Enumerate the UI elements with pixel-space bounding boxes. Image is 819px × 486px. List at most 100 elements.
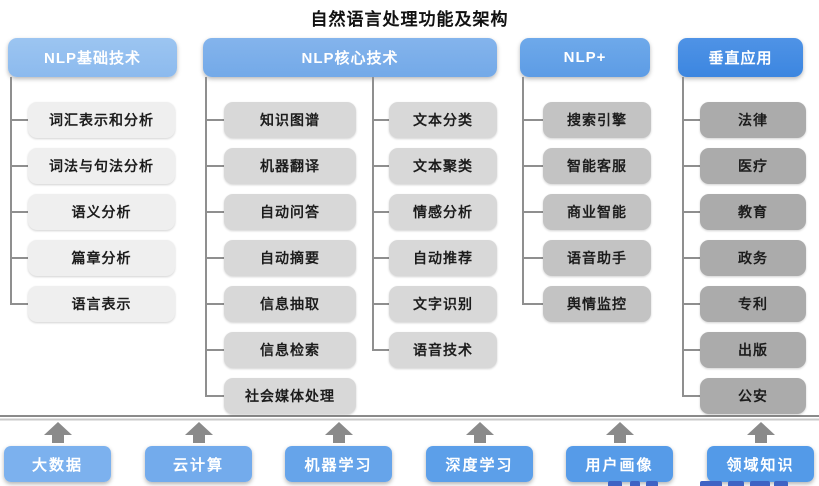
up-arrow (324, 422, 353, 443)
foundation-box: 云计算 (145, 446, 252, 482)
watermark-fragment (728, 481, 744, 486)
connector-branch (682, 257, 700, 259)
up-arrow (465, 422, 494, 443)
node-box-nlp-core: 自动摘要 (224, 240, 356, 276)
connector-branch (682, 395, 700, 397)
connector-branch (205, 349, 224, 351)
node-box-nlp-core: 知识图谱 (224, 102, 356, 138)
connector-branch (10, 257, 28, 259)
node-box-nlp-plus: 商业智能 (543, 194, 651, 230)
arrow-stem (754, 435, 767, 443)
connector-branch (682, 303, 700, 305)
node-box-nlp-basic: 语言表示 (28, 286, 175, 322)
arrow-head-icon (465, 422, 494, 435)
connector-branch (372, 349, 389, 351)
connector-branch (372, 303, 389, 305)
connector-branch (372, 211, 389, 213)
connector-branch (205, 257, 224, 259)
connector-branch (522, 119, 543, 121)
connector-branch (682, 211, 700, 213)
connector-branch (10, 303, 28, 305)
connector-branch (522, 257, 543, 259)
node-box-nlp-plus: 搜索引擎 (543, 102, 651, 138)
column-header-nlp-core: NLP核心技术 (203, 38, 497, 77)
connector-trunk (10, 77, 12, 304)
up-arrow (746, 422, 775, 443)
connector-branch (682, 119, 700, 121)
node-box-vertical-apps: 法律 (700, 102, 806, 138)
arrow-stem (192, 435, 205, 443)
watermark-fragment (774, 481, 788, 486)
connector-branch (372, 119, 389, 121)
column-header-vertical-apps: 垂直应用 (678, 38, 803, 77)
arrow-stem (473, 435, 486, 443)
watermark-fragment (750, 481, 770, 486)
arrow-stem (51, 435, 64, 443)
arrow-head-icon (43, 422, 72, 435)
node-box-nlp-core: 文本分类 (389, 102, 497, 138)
connector-branch (10, 211, 28, 213)
node-box-nlp-core: 文字识别 (389, 286, 497, 322)
node-box-nlp-basic: 语义分析 (28, 194, 175, 230)
up-arrow (184, 422, 213, 443)
arrow-stem (613, 435, 626, 443)
arrow-stem (332, 435, 345, 443)
connector-trunk (372, 77, 374, 350)
watermark-fragment (608, 481, 622, 486)
connector-trunk (205, 77, 207, 396)
connector-branch (682, 349, 700, 351)
arrow-head-icon (605, 422, 634, 435)
arrow-head-icon (324, 422, 353, 435)
connector-trunk (522, 77, 524, 304)
connector-branch (522, 303, 543, 305)
node-box-nlp-basic: 词法与句法分析 (28, 148, 175, 184)
node-box-nlp-plus: 舆情监控 (543, 286, 651, 322)
watermark-fragment (700, 481, 722, 486)
node-box-nlp-core: 语音技术 (389, 332, 497, 368)
node-box-nlp-core: 情感分析 (389, 194, 497, 230)
watermark-fragment (630, 481, 640, 486)
connector-branch (522, 165, 543, 167)
foundation-box: 深度学习 (426, 446, 533, 482)
connector-branch (205, 395, 224, 397)
connector-branch (205, 165, 224, 167)
node-box-nlp-basic: 词汇表示和分析 (28, 102, 175, 138)
node-box-vertical-apps: 医疗 (700, 148, 806, 184)
connector-branch (205, 211, 224, 213)
column-header-nlp-plus: NLP+ (520, 38, 650, 77)
connector-trunk (682, 77, 684, 396)
separator-line (0, 415, 819, 421)
node-box-nlp-core: 机器翻译 (224, 148, 356, 184)
node-box-nlp-core: 信息抽取 (224, 286, 356, 322)
connector-branch (372, 257, 389, 259)
connector-branch (10, 165, 28, 167)
connector-branch (10, 119, 28, 121)
connector-branch (372, 165, 389, 167)
arrow-head-icon (746, 422, 775, 435)
foundation-box: 用户画像 (566, 446, 673, 482)
node-box-nlp-core: 自动问答 (224, 194, 356, 230)
node-box-vertical-apps: 专利 (700, 286, 806, 322)
node-box-nlp-basic: 篇章分析 (28, 240, 175, 276)
node-box-vertical-apps: 政务 (700, 240, 806, 276)
node-box-vertical-apps: 公安 (700, 378, 806, 414)
foundation-box: 机器学习 (285, 446, 392, 482)
connector-branch (205, 119, 224, 121)
up-arrow (605, 422, 634, 443)
node-box-nlp-core: 信息检索 (224, 332, 356, 368)
node-box-vertical-apps: 教育 (700, 194, 806, 230)
node-box-vertical-apps: 出版 (700, 332, 806, 368)
column-header-nlp-basic: NLP基础技术 (8, 38, 177, 77)
foundation-box: 领域知识 (707, 446, 814, 482)
connector-branch (682, 165, 700, 167)
connector-branch (205, 303, 224, 305)
up-arrow (43, 422, 72, 443)
node-box-nlp-core: 文本聚类 (389, 148, 497, 184)
foundation-box: 大数据 (4, 446, 111, 482)
node-box-nlp-core: 自动推荐 (389, 240, 497, 276)
connector-branch (522, 211, 543, 213)
node-box-nlp-plus: 语音助手 (543, 240, 651, 276)
node-box-nlp-core: 社会媒体处理 (224, 378, 356, 414)
watermark-fragment (646, 481, 658, 486)
